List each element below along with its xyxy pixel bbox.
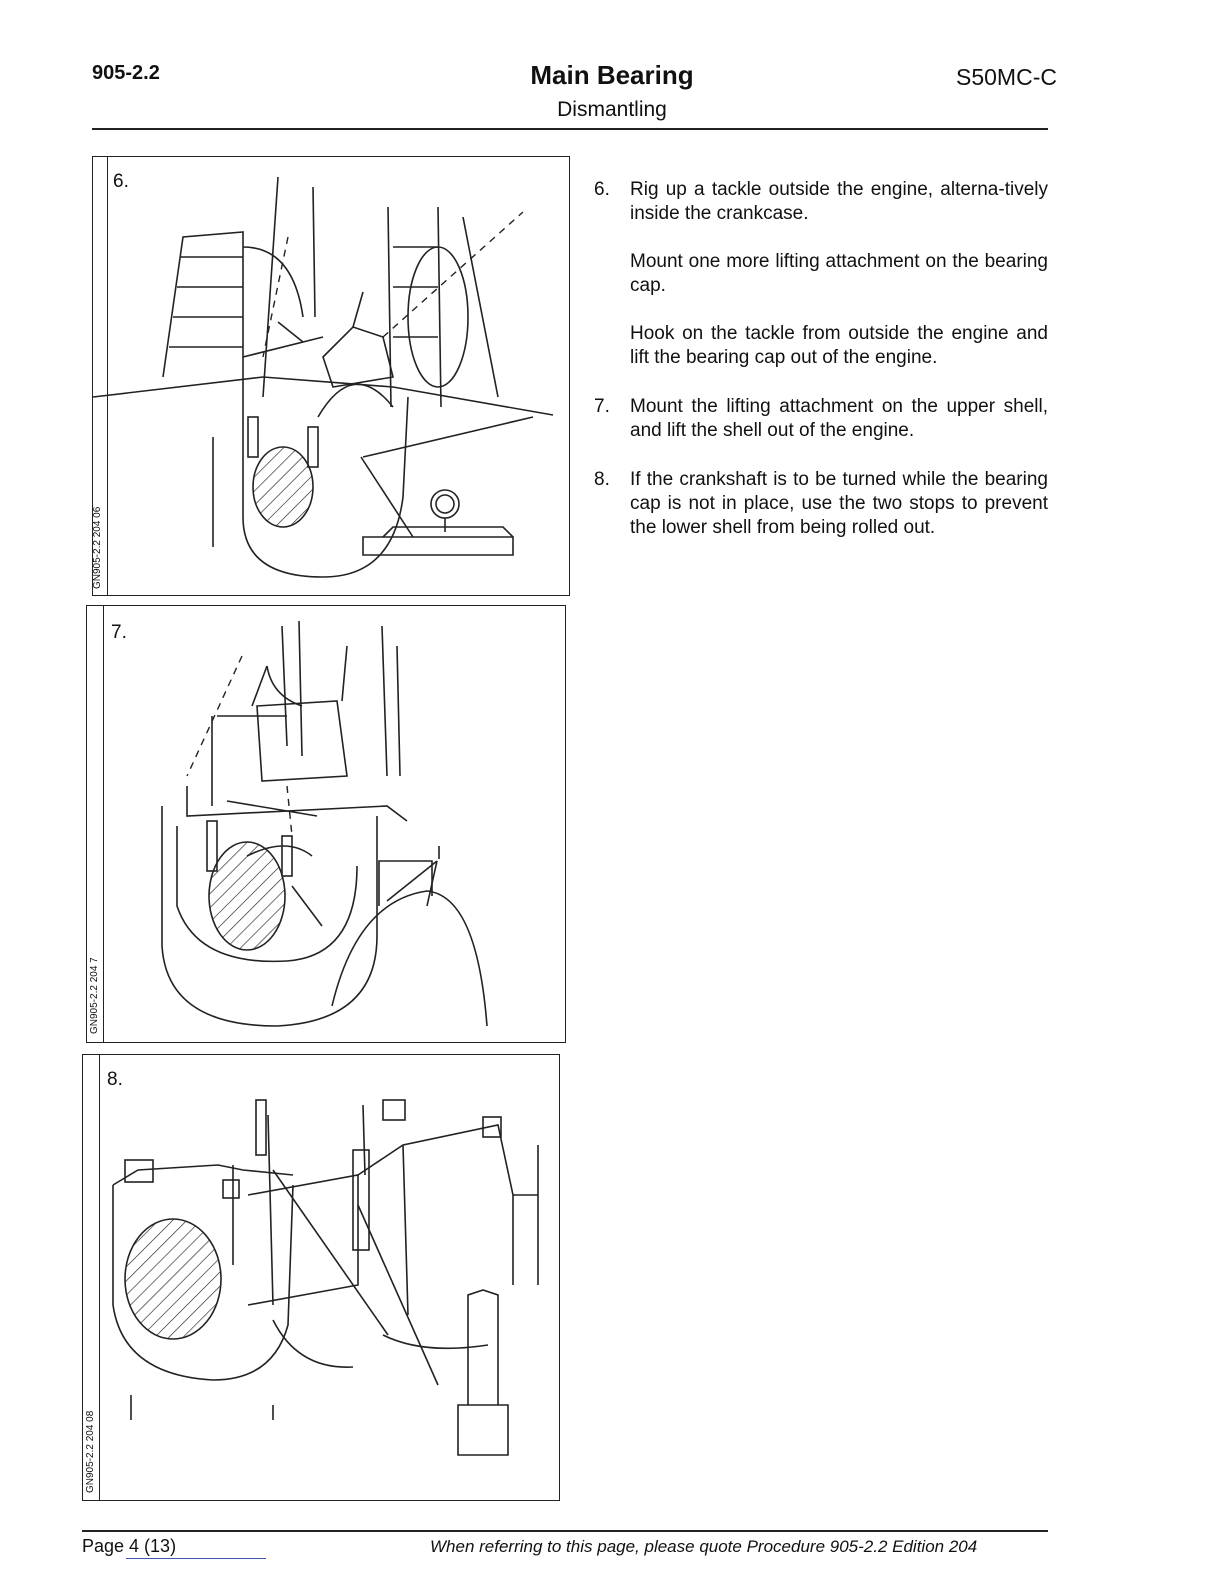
figure-7: 7. GN905-2.2 204 7 xyxy=(86,605,566,1043)
page-subtitle: Dismantling xyxy=(557,98,667,121)
step-6-paragraph-2: Mount one more lifting attachment on the… xyxy=(630,251,1048,296)
figure-7-drawing xyxy=(161,620,488,1027)
step-7-number: 7. xyxy=(594,396,610,417)
step-6-paragraph-3: Hook on the tackle from outside the engi… xyxy=(630,323,1048,368)
figure-6-drawing xyxy=(93,176,554,578)
footer-mark xyxy=(126,1558,266,1559)
step-8: 8. If the crankshaft is to be turned whi… xyxy=(594,468,1048,540)
figure-8: 8. GN905-2.2 204 08 xyxy=(82,1054,560,1501)
figure-6-code-divider xyxy=(107,157,108,595)
footer-reference: When referring to this page, please quot… xyxy=(430,1537,978,1556)
figure-6: 6. GN905-2.2 204 06 xyxy=(92,156,570,596)
header-rule xyxy=(92,128,1048,130)
step-7: 7. Mount the lifting attachment on the u… xyxy=(594,395,1048,443)
figure-7-code-divider xyxy=(103,606,104,1042)
footer-rule xyxy=(82,1530,1048,1532)
document-number: 905-2.2 xyxy=(92,62,160,84)
page-title: Main Bearing xyxy=(530,60,694,90)
step-8-paragraph-1: If the crankshaft is to be turned while … xyxy=(630,469,1048,538)
figure-8-drawing xyxy=(112,1099,539,1456)
figure-7-number: 7. xyxy=(111,622,127,643)
step-6-paragraph-1: Rig up a tackle outside the engine, alte… xyxy=(630,179,1048,224)
step-6: 6. Rig up a tackle outside the engine, a… xyxy=(594,178,1048,370)
procedure-steps: 6. Rig up a tackle outside the engine, a… xyxy=(594,178,1048,565)
figure-8-code-divider xyxy=(99,1055,100,1500)
step-6-number: 6. xyxy=(594,179,610,200)
engine-model: S50MC-C xyxy=(956,64,1057,90)
figure-6-number: 6. xyxy=(113,171,129,192)
figure-8-number: 8. xyxy=(107,1069,123,1090)
page-number: Page 4 (13) xyxy=(82,1536,177,1556)
step-8-number: 8. xyxy=(594,469,610,490)
step-7-paragraph-1: Mount the lifting attachment on the uppe… xyxy=(630,396,1048,441)
